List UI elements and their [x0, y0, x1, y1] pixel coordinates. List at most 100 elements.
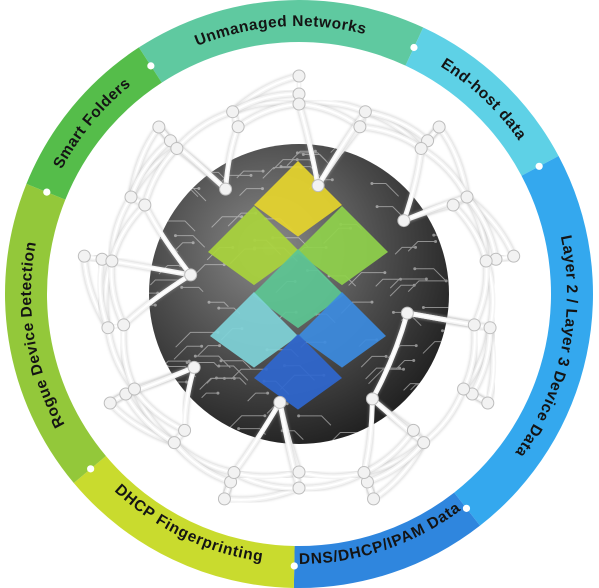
cage-joint	[220, 183, 232, 195]
cage-joint	[366, 393, 378, 405]
cage-joint	[128, 383, 140, 395]
circuit-node	[197, 187, 200, 190]
circuit-node	[197, 143, 200, 146]
circuit-node	[385, 355, 388, 358]
cage-joint	[293, 70, 305, 82]
circuit-node	[263, 414, 266, 417]
circuit-node	[208, 301, 211, 304]
segment-rogue-device-detection-arc	[5, 184, 106, 483]
circuit-node	[249, 174, 252, 177]
circuit-node	[217, 307, 220, 310]
circuit-node	[431, 383, 434, 386]
separator-dot	[463, 505, 470, 512]
circuit-trace	[443, 331, 463, 338]
cage-joint	[218, 493, 230, 505]
circuit-node	[360, 431, 363, 434]
circuit-node	[176, 183, 179, 186]
separator-dot	[87, 465, 94, 472]
circuit-node	[331, 178, 334, 181]
cage-joint	[228, 467, 240, 479]
cage-joint	[359, 106, 371, 118]
cage-joint	[480, 255, 492, 267]
circuit-node	[194, 355, 197, 358]
circuit-node	[215, 377, 218, 380]
cage-joint	[153, 121, 165, 133]
circuit-node	[216, 392, 219, 395]
cage-joint	[293, 98, 305, 110]
cage-joint	[104, 397, 116, 409]
separator-dot	[536, 163, 543, 170]
circuit-node	[445, 340, 448, 343]
cage-joint	[484, 322, 496, 334]
cage-joint	[407, 424, 419, 436]
circuit-node	[150, 250, 153, 253]
cage-strut	[177, 112, 233, 149]
circuit-node	[237, 427, 240, 430]
circuit-node	[172, 163, 175, 166]
circuit-node	[166, 365, 169, 368]
cage-joint	[482, 397, 494, 409]
circuit-node	[297, 414, 300, 417]
circuit-node	[425, 277, 428, 280]
circuit-node	[414, 246, 417, 249]
circuit-node	[370, 301, 373, 304]
circuit-node	[261, 187, 264, 190]
cage-joint	[188, 361, 200, 373]
separator-dot	[43, 189, 50, 196]
cage-joint	[171, 142, 183, 154]
cage-joint	[179, 424, 191, 436]
cage-joint	[185, 269, 197, 281]
cage-joint	[139, 199, 151, 211]
cage-joint	[232, 121, 244, 133]
segment-unmanaged-networks: Unmanaged Networks	[139, 0, 423, 83]
circuit-node	[384, 440, 387, 443]
circuit-node	[196, 171, 199, 174]
circuit-node	[200, 158, 203, 161]
cage-joint	[102, 322, 114, 334]
separator-dot	[147, 62, 154, 69]
circuit-node	[180, 286, 183, 289]
cage-joint	[293, 466, 305, 478]
circuit-node	[296, 151, 299, 154]
cage-joint	[358, 467, 370, 479]
circuit-node	[398, 367, 401, 370]
circuit-node	[266, 392, 269, 395]
cage-strut	[424, 389, 464, 443]
circuit-node	[174, 234, 177, 237]
circuit-node	[413, 267, 416, 270]
circuit-node	[262, 170, 265, 173]
circuit-node	[437, 382, 440, 385]
circuit-node	[412, 359, 415, 362]
circuit-node	[154, 304, 157, 307]
cage-joint	[401, 307, 413, 319]
circuit-node	[220, 359, 223, 362]
cage-joint	[398, 215, 410, 227]
circuit-node	[370, 182, 373, 185]
cage-joint	[418, 437, 430, 449]
circuit-node	[360, 147, 363, 150]
separator-dot	[410, 44, 417, 51]
cage-joint	[461, 191, 473, 203]
circuit-node	[192, 241, 195, 244]
circuit-node	[280, 165, 283, 168]
circuit-node	[402, 368, 405, 371]
segment-dns-dhcp-ipam-data: DNS/DHCP/IPAM Data	[294, 493, 480, 588]
separator-dot	[291, 562, 298, 569]
circuit-trace	[153, 183, 178, 193]
cage-joint	[118, 319, 130, 331]
cage-joint	[368, 493, 380, 505]
cage-joint	[78, 250, 90, 262]
circuit-node	[218, 344, 221, 347]
cage-joint	[508, 250, 520, 262]
circuit-node	[383, 271, 386, 274]
circuit-node	[392, 311, 395, 314]
cage-joint	[274, 396, 286, 408]
circuit-trace	[121, 252, 151, 261]
central-sphere	[115, 143, 479, 451]
circuit-node	[148, 237, 151, 240]
cage-joint	[293, 482, 305, 494]
cage-joint	[447, 199, 459, 211]
circuit-node	[175, 157, 178, 160]
